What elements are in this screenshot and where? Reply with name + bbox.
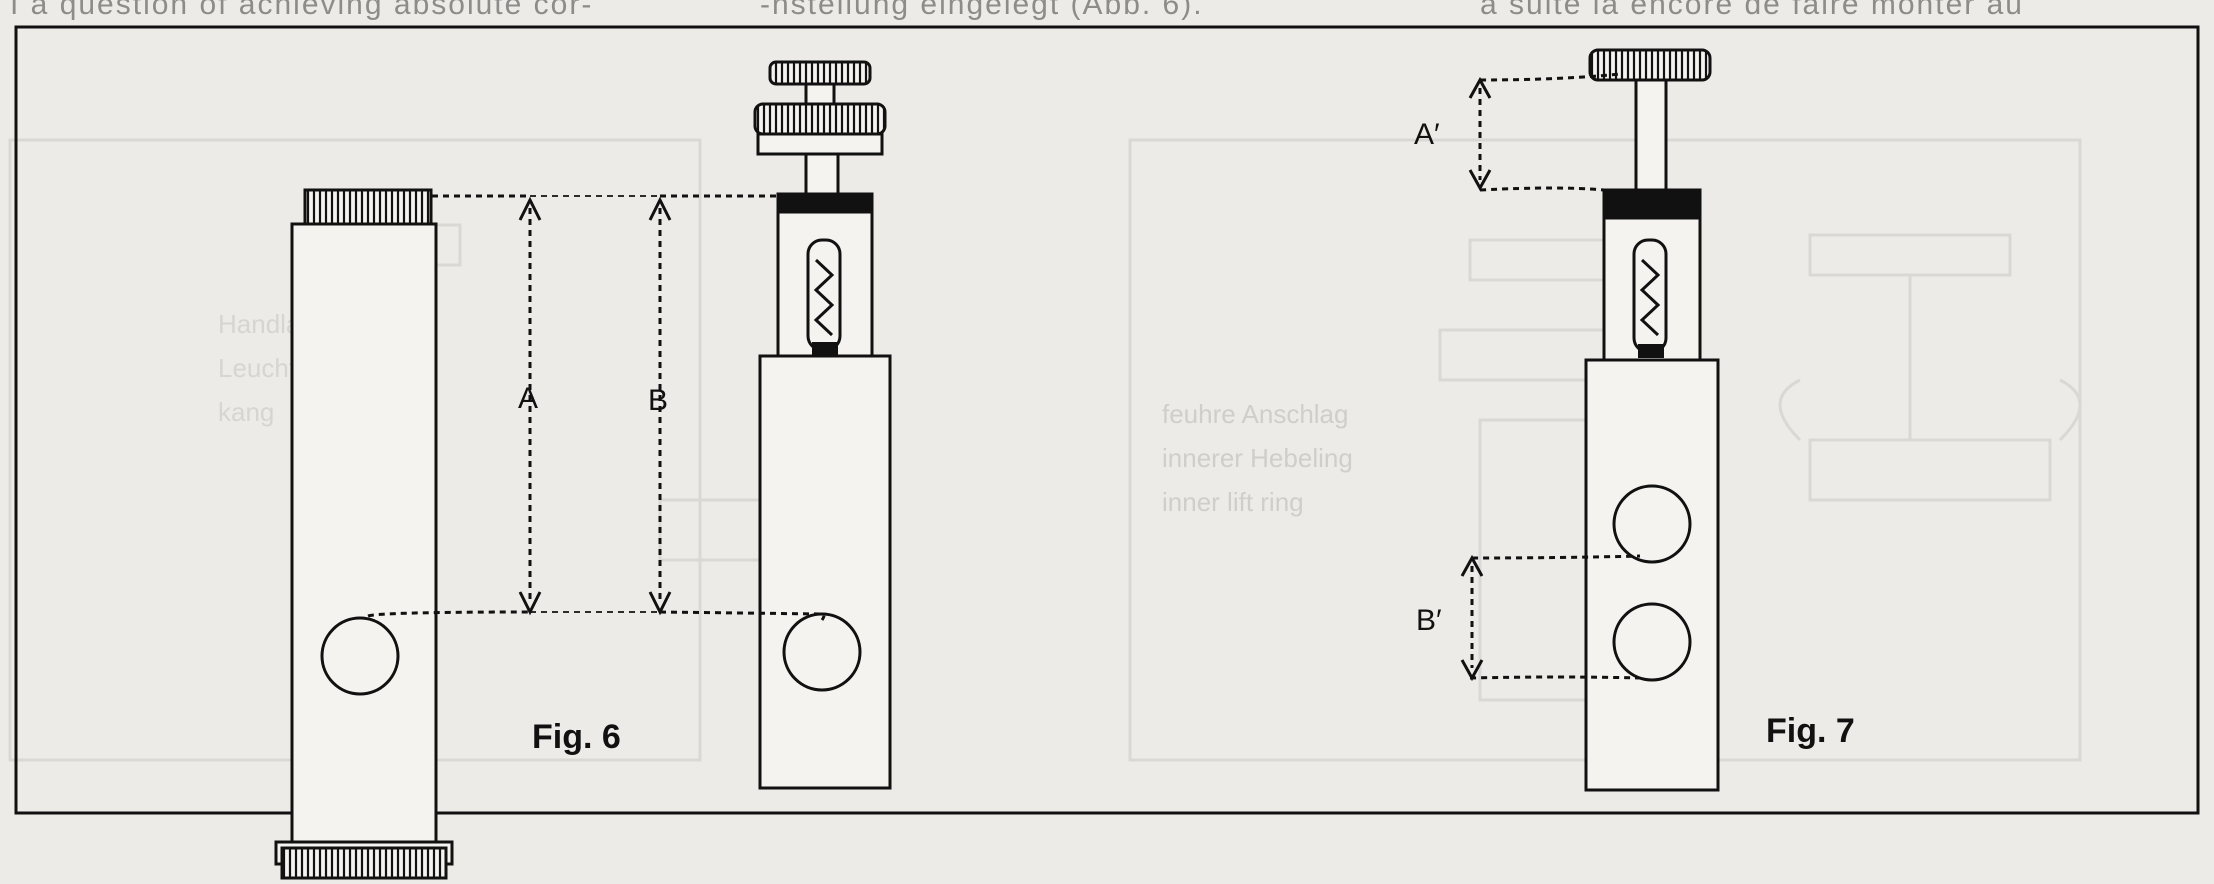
fig7-lower-window [1612,602,1692,682]
fig6-a-top-arrow-icon [518,196,542,221]
fig6-dim-b-label: B [648,384,669,417]
fig6-left-tube-body [290,222,438,856]
fig6-b-bottom-arrow-icon [648,591,672,616]
fig7-b-prime-top-arrow-icon [1460,554,1484,577]
fig6-arrowheads [518,196,672,616]
fig6-b-top-arrow-icon [648,196,672,221]
fig6-left-tube-window [320,616,400,696]
fig6-left-tube-bottom-ring [280,846,448,880]
fig6-dim-a-label: A [518,382,539,415]
fig6-right-black-collar [776,192,874,214]
fig6-right-tube-body [758,354,892,790]
ghost-note-middle-line-3: inner lift ring [1162,487,1304,517]
fig7-knob-top [1588,48,1712,82]
fig6-dimensions [367,194,826,621]
fig6-right-shaft [804,152,840,196]
fig6-right-spring-base [812,342,838,356]
top-text-left: I a question of achieving absolute cor- [10,0,594,21]
fig7-spring-base [1638,344,1664,358]
fig7-caption: Fig. 7 [1766,712,1855,750]
top-text-middle: -nstellung eingelegt (Abb. 6). [760,0,1204,21]
fig7-tube-body [1584,358,1720,792]
ghost-note-middle: feuhre Anschlag innerer Hebeling inner l… [1162,392,1353,524]
ghost-note-middle-line-1: feuhre Anschlag [1162,399,1349,429]
fig6-right-tube [753,60,892,790]
ghost-note-left-line-3: kang [218,397,275,427]
fig6-right-knob-stem [804,82,836,106]
fig7-dim-a-prime-label: A′ [1414,118,1440,151]
figure-frame [14,25,2200,815]
fig7-a-prime-bottom-arrow-icon [1468,169,1492,192]
fig7-dim-b-prime-label: B′ [1416,604,1442,637]
fig7-tube [1584,48,1720,792]
fig7-dimensions [1469,72,1641,680]
fig7-arrowheads [1460,76,1492,682]
fig6-caption: Fig. 6 [532,718,621,756]
fig6-right-knob-top [768,60,872,86]
fig6-left-tube-top-ring [303,188,433,226]
fig6-right-spring-slot [806,238,842,352]
top-text-right: a suite la encore de faire monter au [1480,0,2024,21]
fig6-right-spring-icon [813,258,835,337]
fig6-right-knob-ring [753,102,887,136]
fig7-b-prime-bottom-arrow-icon [1460,659,1484,682]
fig6-right-knob-base [756,132,884,156]
ghost-note-middle-line-2: innerer Hebeling [1162,443,1353,473]
fig7-black-collar [1602,188,1702,220]
fig7-a-prime-top-arrow-icon [1468,76,1492,99]
fig6-a-bottom-arrow-icon [518,591,542,616]
fig7-knob-stem [1634,78,1668,192]
fig7-spring-icon [1639,258,1661,337]
fig7-upper-window [1612,484,1692,564]
fig6-left-tube [274,188,454,880]
fig6-right-tube-window [782,612,862,692]
